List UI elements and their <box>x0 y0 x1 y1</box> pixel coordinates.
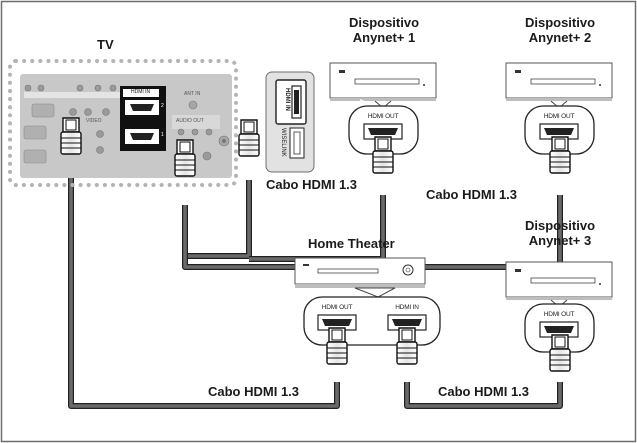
home-theater-label: Home Theater <box>308 236 395 251</box>
tv-ant-in-label: ANT IN <box>184 91 201 97</box>
home-theater-hdmi-in-label: HDMI IN <box>395 304 419 311</box>
device1-label: Dispositivo Anynet+ 1 <box>348 15 420 45</box>
plug-tv-hdmi2 <box>174 139 196 177</box>
device2-hdmi-out-label: HDMI OUT <box>543 113 575 120</box>
home-theater-hdmi-out-label: HDMI OUT <box>321 304 353 311</box>
device3-hdmi-out-label: HDMI OUT <box>543 311 575 318</box>
side-service-label: WISELINK <box>280 128 286 157</box>
tv-label: TV <box>97 37 114 52</box>
tv-audio-out-label: AUDIO OUT <box>176 118 204 124</box>
plug-device1 <box>372 136 394 174</box>
tv-hdmi-in-label: HDMI IN <box>131 89 151 95</box>
side-hdmi-in-label: HDMI IN <box>284 88 290 111</box>
tv-side-panel <box>265 71 315 173</box>
tv-video-label: VIDEO <box>86 118 102 124</box>
cable-label-home-theater: Cabo HDMI 1.3 <box>208 384 300 399</box>
plug-device2 <box>549 136 571 174</box>
device1-hdmi-out-label: HDMI OUT <box>367 113 399 120</box>
plug-home-theater-out <box>326 327 348 365</box>
device3-label: Dispositivo Anynet+ 3 <box>524 218 596 248</box>
tv-dotted-outline <box>8 59 238 187</box>
plug-tv-hdmi1 <box>60 117 82 155</box>
plugs <box>60 117 571 372</box>
tv-hdmi-1-label: 1 <box>161 132 164 138</box>
home-theater-unit <box>294 257 426 288</box>
device3-unit <box>505 261 613 300</box>
plug-home-theater-in <box>396 327 418 365</box>
cable-label-device3: Cabo HDMI 1.3 <box>438 384 530 399</box>
cable-home-theater-core <box>69 178 339 408</box>
plug-side-panel <box>238 119 260 157</box>
cable-label-device1: Cabo HDMI 1.3 <box>266 177 358 192</box>
device1-unit <box>329 62 437 110</box>
device2-label: Dispositivo Anynet+ 2 <box>524 15 596 45</box>
device2-unit <box>505 62 613 101</box>
cable-label-device2: Cabo HDMI 1.3 <box>426 187 518 202</box>
cable-device3-core <box>405 382 562 408</box>
tv-hdmi-2-label: 2 <box>161 103 164 109</box>
plug-device3 <box>549 334 571 372</box>
